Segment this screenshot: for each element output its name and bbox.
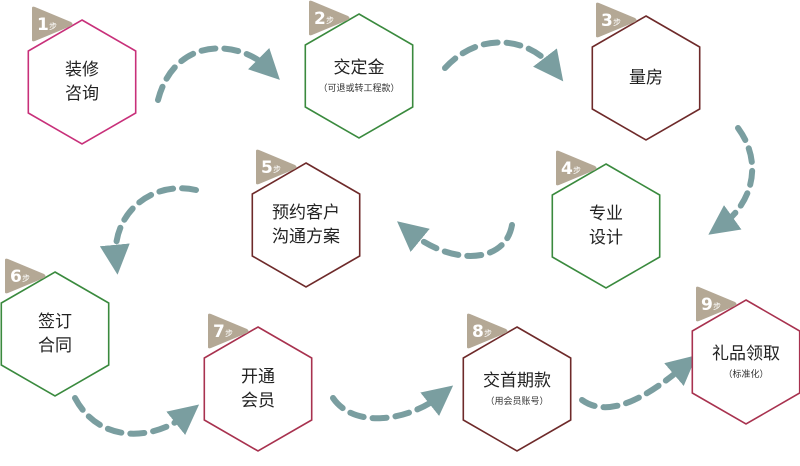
badge-triangle-icon	[32, 6, 73, 42]
hexagon-frame	[304, 13, 414, 139]
step-number: 8	[472, 322, 484, 342]
step-label: 交首期款	[483, 371, 551, 391]
hexagon-frame	[551, 163, 661, 289]
step-label: 开通	[241, 367, 275, 387]
badge-triangle-icon	[556, 150, 597, 186]
hexagon-frame	[27, 19, 137, 145]
step-number: 2	[314, 9, 326, 29]
badge-triangle-icon	[208, 313, 249, 349]
arrow-step7-to-step8	[330, 385, 454, 422]
step-number: 6	[10, 267, 22, 287]
hexagon-frame	[251, 162, 361, 288]
step-suffix: 步	[225, 329, 233, 338]
connector-arrows	[72, 39, 756, 437]
step-number: 4	[561, 159, 573, 179]
step-number: 9	[701, 295, 713, 315]
step-label: 签订	[38, 312, 72, 332]
step-number: 5	[261, 158, 273, 178]
arrow-step8-to-step9	[579, 355, 697, 411]
step-number: 1	[37, 15, 49, 35]
arrow-step4-to-step5	[397, 221, 515, 259]
badge-triangle-icon	[696, 286, 737, 322]
step-label: 预约客户	[272, 203, 340, 223]
step-note: （可退或转工程款）	[318, 82, 399, 94]
badge-triangle-icon	[256, 149, 297, 185]
arrow-step2-to-step3	[442, 39, 564, 82]
step-suffix: 步	[273, 165, 281, 174]
step-label: 礼品领取	[712, 344, 780, 364]
step-label: 设计	[589, 228, 623, 248]
step-number: 3	[601, 11, 613, 31]
step-suffix: 步	[713, 302, 721, 311]
arrow-step5-to-step6	[99, 185, 199, 275]
arrow-step1-to-step2	[155, 45, 280, 103]
arrow-step6-to-step7	[72, 395, 200, 437]
badge-triangle-icon	[309, 0, 350, 36]
step-suffix: 步	[573, 166, 581, 175]
step-suffix: 步	[22, 274, 30, 283]
badge-triangle-icon	[467, 313, 508, 349]
step-number: 7	[213, 322, 225, 342]
step-suffix: 步	[484, 329, 492, 338]
hexagon-frame	[591, 15, 701, 141]
step-label: 交定金	[334, 58, 385, 78]
step-label: 装修	[65, 60, 99, 80]
step-label: 咨询	[65, 84, 99, 104]
step-label: 合同	[38, 336, 72, 356]
step-suffix: 步	[49, 22, 57, 31]
hexagon-frame	[462, 326, 572, 452]
step-note: （用会员账号）	[485, 395, 548, 407]
hexagon-frame	[0, 271, 110, 397]
hexagon-frame	[203, 326, 313, 452]
arrow-step3-to-step4	[708, 125, 756, 235]
step-label: 量房	[629, 68, 663, 88]
step-suffix: 步	[613, 18, 621, 27]
step-label: 会员	[241, 391, 275, 411]
step-label: 沟通方案	[272, 227, 340, 247]
step-label: 专业	[589, 204, 623, 224]
badge-triangle-icon	[596, 2, 637, 38]
step-note: （标准化）	[723, 368, 768, 380]
badge-triangle-icon	[5, 258, 46, 294]
step-suffix: 步	[326, 16, 334, 25]
